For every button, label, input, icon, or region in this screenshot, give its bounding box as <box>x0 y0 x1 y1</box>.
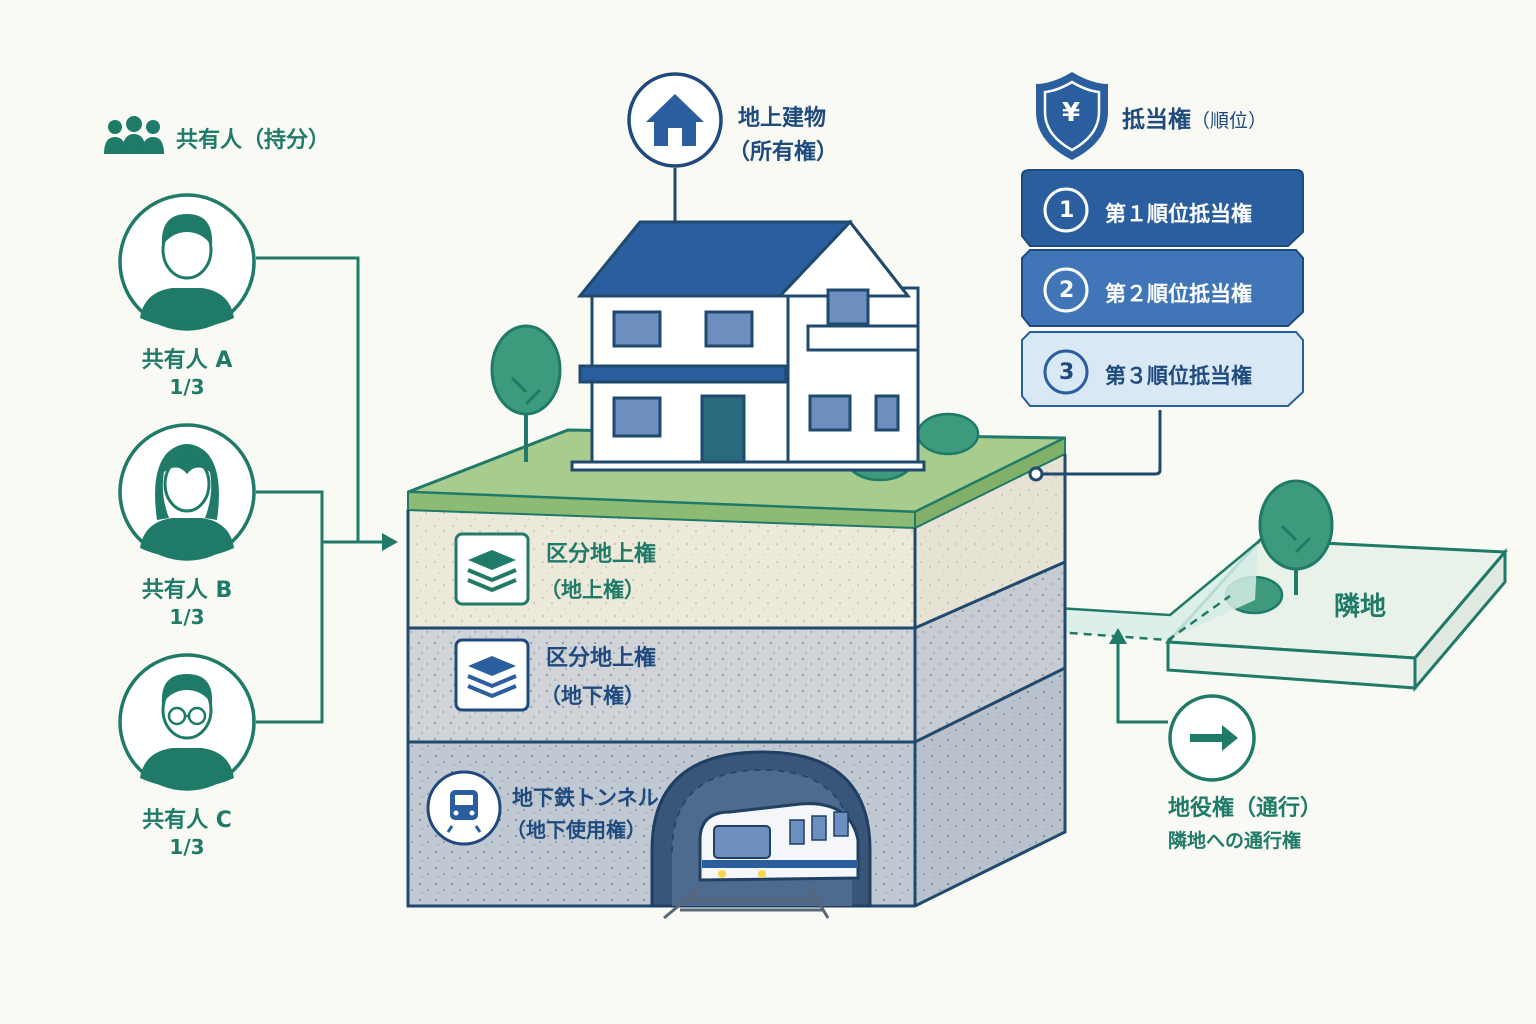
mortgage-rank-2-banner <box>1021 249 1304 327</box>
shield-icon <box>1036 72 1108 160</box>
mortgage-title-main: 抵当権 <box>1122 107 1191 133</box>
owner-avatar-c <box>118 653 256 791</box>
mortgage-rank-3-banner <box>1021 331 1304 407</box>
mortgage-rank-2-label: 第２順位抵当権 <box>1105 282 1252 306</box>
building-title: 地上建物 <box>738 106 827 131</box>
owner-name-c: 共有人 C <box>142 808 232 833</box>
subway-train-icon <box>698 802 860 882</box>
easement-title: 地役権（通行） <box>1168 796 1323 821</box>
easement-arrow-head <box>1109 628 1127 644</box>
mortgage-connector <box>1040 410 1162 476</box>
mortgage-rank-1-label: 第１順位抵当権 <box>1105 202 1252 226</box>
house-icon <box>627 72 723 168</box>
owner-share-c: 1/3 <box>169 835 205 859</box>
easement-subtitle: 隣地への通行権 <box>1168 830 1302 852</box>
building-subtitle: （所有権） <box>728 140 839 165</box>
house <box>570 219 926 472</box>
surface-right-title: 区分地上権 <box>546 542 657 567</box>
underground-right-title: 区分地上権 <box>546 646 657 671</box>
easement-icon <box>1168 694 1256 782</box>
owner-connectors <box>256 256 385 724</box>
mortgage-rank-1-banner <box>1021 169 1304 247</box>
owner-share-b: 1/3 <box>169 605 205 629</box>
surface-right-subtitle: （地上権） <box>540 578 645 602</box>
underground-right-subtitle: （地下権） <box>540 684 645 708</box>
owner-name-a: 共有人 A <box>141 348 233 373</box>
people-group-icon <box>104 116 164 154</box>
mortgage-rank-2-number: 2 <box>1059 278 1075 303</box>
mortgage-rank-1-number: 1 <box>1059 198 1075 223</box>
subway-subtitle: （地下使用権） <box>506 818 646 842</box>
easement-connector <box>1116 640 1168 724</box>
mortgage-rank-3-label: 第３順位抵当権 <box>1105 364 1252 388</box>
rail-tracks <box>663 886 830 920</box>
mortgage-title: 抵当権（順位） <box>1122 100 1267 134</box>
subway-title: 地下鉄トンネル <box>512 786 659 810</box>
owner-arrow-head <box>382 533 398 551</box>
owner-share-a: 1/3 <box>169 375 205 399</box>
layers-icon-underground <box>454 638 530 712</box>
shield-yen-glyph: ¥ <box>1062 98 1081 128</box>
surface-tree <box>490 324 562 462</box>
owners-title: 共有人（持分） <box>176 128 331 153</box>
owner-avatar-a <box>118 193 256 331</box>
neighbor-label: 隣地 <box>1334 592 1387 622</box>
layers-icon-surface <box>454 532 530 606</box>
train-icon <box>426 770 502 846</box>
mortgage-connector-dot <box>1028 466 1044 482</box>
owner-name-b: 共有人 B <box>141 578 233 603</box>
mortgage-rank-3-number: 3 <box>1059 360 1075 385</box>
owner-avatar-b <box>118 423 256 561</box>
mortgage-title-suffix: （順位） <box>1191 110 1268 132</box>
